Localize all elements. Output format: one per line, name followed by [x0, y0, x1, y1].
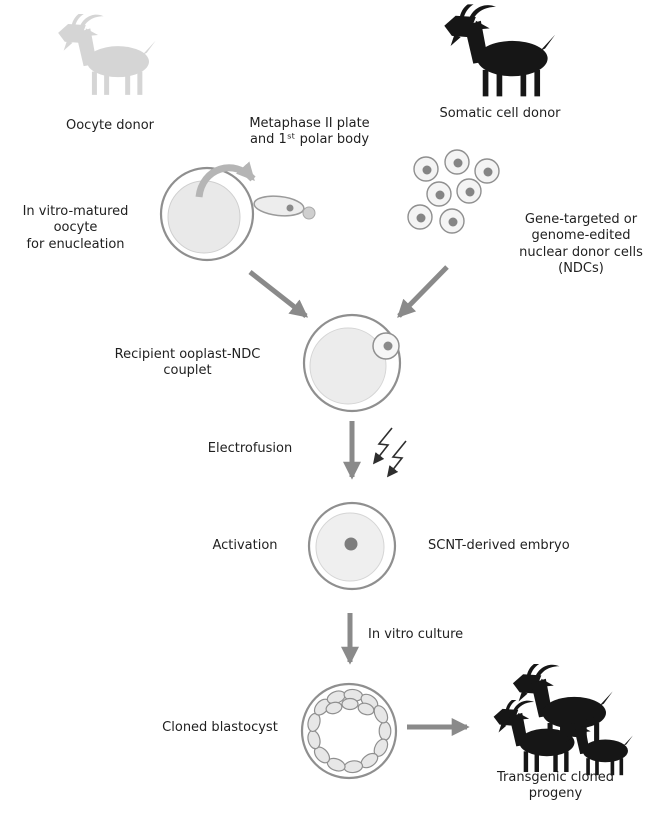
enucleation-arrow-icon: [195, 161, 256, 198]
label-invitro-matured-oocyte: In vitro-matured oocyte for enucleation: [22, 204, 129, 252]
label-recipient-couplet: Recipient ooplast-NDC couplet: [114, 347, 261, 379]
cell-icon: [426, 181, 452, 207]
label-oocyte-donor: Oocyte donor: [66, 118, 154, 133]
label-scnt-embryo: SCNT-derived embryo: [428, 538, 570, 553]
cell-icon: [413, 156, 439, 182]
progeny-goat-3-icon: [556, 716, 640, 776]
label-cloned-blastocyst: Cloned blastocyst: [162, 720, 278, 735]
oocyte-donor-goat-icon: [52, 14, 164, 96]
label-electrofusion: Electrofusion: [207, 441, 293, 456]
lightning-bolt-icon: [386, 440, 407, 478]
cell-icon: [407, 204, 433, 230]
label-transgenic-progeny: Transgenic cloned progeny: [497, 770, 614, 802]
metaphase-plate-graphic: [253, 195, 316, 220]
label-activation: Activation: [212, 538, 278, 553]
cell-icon: [474, 158, 500, 184]
blastocyst-graphic: [300, 682, 398, 780]
ndc-cluster-graphic: [407, 149, 500, 234]
lightning-icons: [372, 427, 407, 478]
embryo-graphic: [307, 501, 397, 591]
couplet-graphic: [302, 313, 402, 413]
label-nuclear-donor-cells: Gene-targeted or genome-edited nuclear d…: [519, 212, 643, 276]
cell-icon: [439, 208, 465, 234]
arrow-oocyte-to-couplet: [248, 270, 309, 318]
arrow-ndc-to-couplet: [397, 265, 449, 318]
label-somatic-cell-donor: Somatic cell donor: [439, 106, 561, 121]
label-metaphase-plate: Metaphase II plate and 1ˢᵗ polar body: [249, 116, 370, 148]
lightning-bolt-icon: [372, 427, 393, 465]
cell-icon: [456, 178, 482, 204]
label-invitro-culture: In vitro culture: [368, 627, 464, 642]
somatic-donor-goat-icon: [438, 4, 564, 98]
cell-icon: [444, 149, 470, 175]
oocyte-graphic: [159, 166, 255, 262]
